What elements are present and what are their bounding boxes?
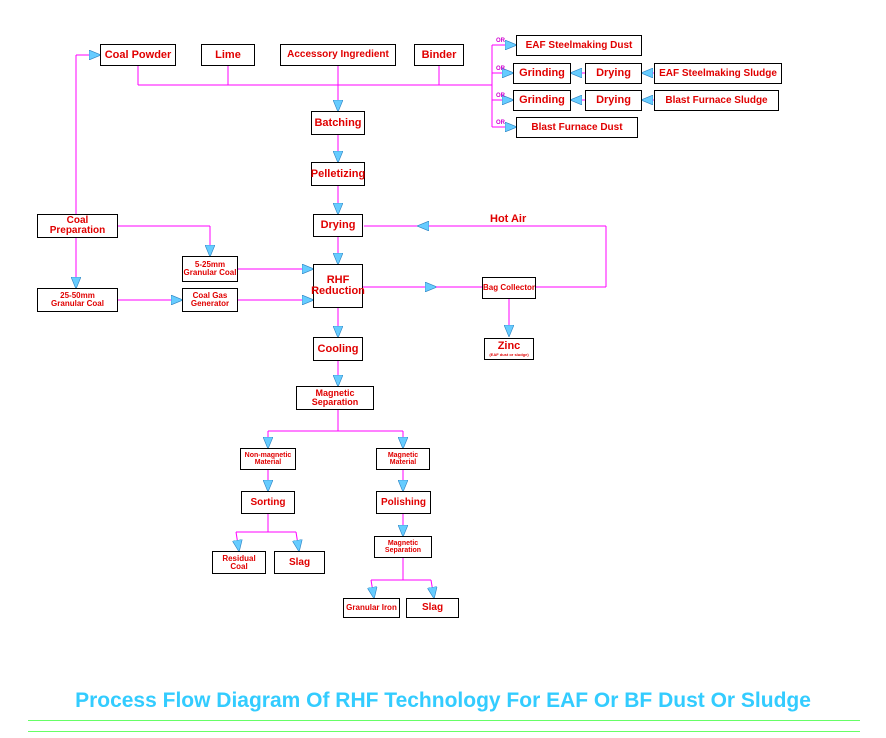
node-coal-preparation: Coal Preparation [37,214,118,238]
node-cooling: Cooling [313,337,363,361]
or-label: OR [496,66,505,72]
edge-to-slag-1 [296,531,299,551]
node-magnetic-separation-1: Magnetic Separation [296,386,374,410]
node-blast-furnace-sludge: Blast Furnace Sludge [654,90,779,111]
node-rhf-reduction: RHF Reduction [311,264,365,308]
node-grinding-2: Grinding [513,90,571,111]
title-rule-bottom [28,731,860,732]
zinc-label: Zinc [497,340,521,352]
node-magnetic-material: Magnetic Material [376,448,430,470]
node-slag-1: Slag [274,551,325,574]
node-non-magnetic-material: Non-magnetic Material [240,448,296,470]
node-drying-main: Drying [313,214,363,237]
edge-to-granular-iron [371,579,374,598]
node-drying-1: Drying [585,63,642,84]
edge-to-residual-coal [236,531,239,551]
hot-air-label: Hot Air [490,213,527,225]
node-pelletizing: Pelletizing [311,162,365,186]
node-coal-powder: Coal Powder [100,44,176,66]
node-blast-furnace-dust: Blast Furnace Dust [516,117,638,138]
node-drying-2: Drying [585,90,642,111]
node-batching: Batching [311,111,365,135]
edge-to-slag-2 [431,579,434,598]
node-eaf-steelmaking-sludge: EAF Steelmaking Sludge [654,63,782,84]
node-bag-collector: Bag Collector [482,277,536,299]
node-granular-coal-25-50: 25-50mm Granular Coal [37,288,118,312]
node-grinding-1: Grinding [513,63,571,84]
node-accessory-ingredient: Accessory Ingredient [280,44,396,66]
node-sorting: Sorting [241,491,295,514]
node-residual-coal: Residual Coal [212,551,266,574]
node-binder: Binder [414,44,464,66]
or-label: OR [496,38,505,44]
diagram-title: Process Flow Diagram Of RHF Technology F… [75,689,811,712]
node-eaf-steelmaking-dust: EAF Steelmaking Dust [516,35,642,56]
node-coal-gas-generator: Coal Gas Generator [182,288,238,312]
node-magnetic-separation-2: Magnetic Separation [374,536,432,558]
node-polishing: Polishing [376,491,431,514]
or-label: OR [496,93,505,99]
node-granular-iron: Granular Iron [343,598,400,618]
node-zinc: Zinc (EAF dust or sludge) [484,338,534,360]
node-slag-2: Slag [406,598,459,618]
node-granular-coal-5-25: 5-25mm Granular Coal [182,256,238,282]
title-rule-top [28,720,860,721]
zinc-note: (EAF dust or sludge) [489,352,529,357]
or-label: OR [496,120,505,126]
node-lime: Lime [201,44,255,66]
